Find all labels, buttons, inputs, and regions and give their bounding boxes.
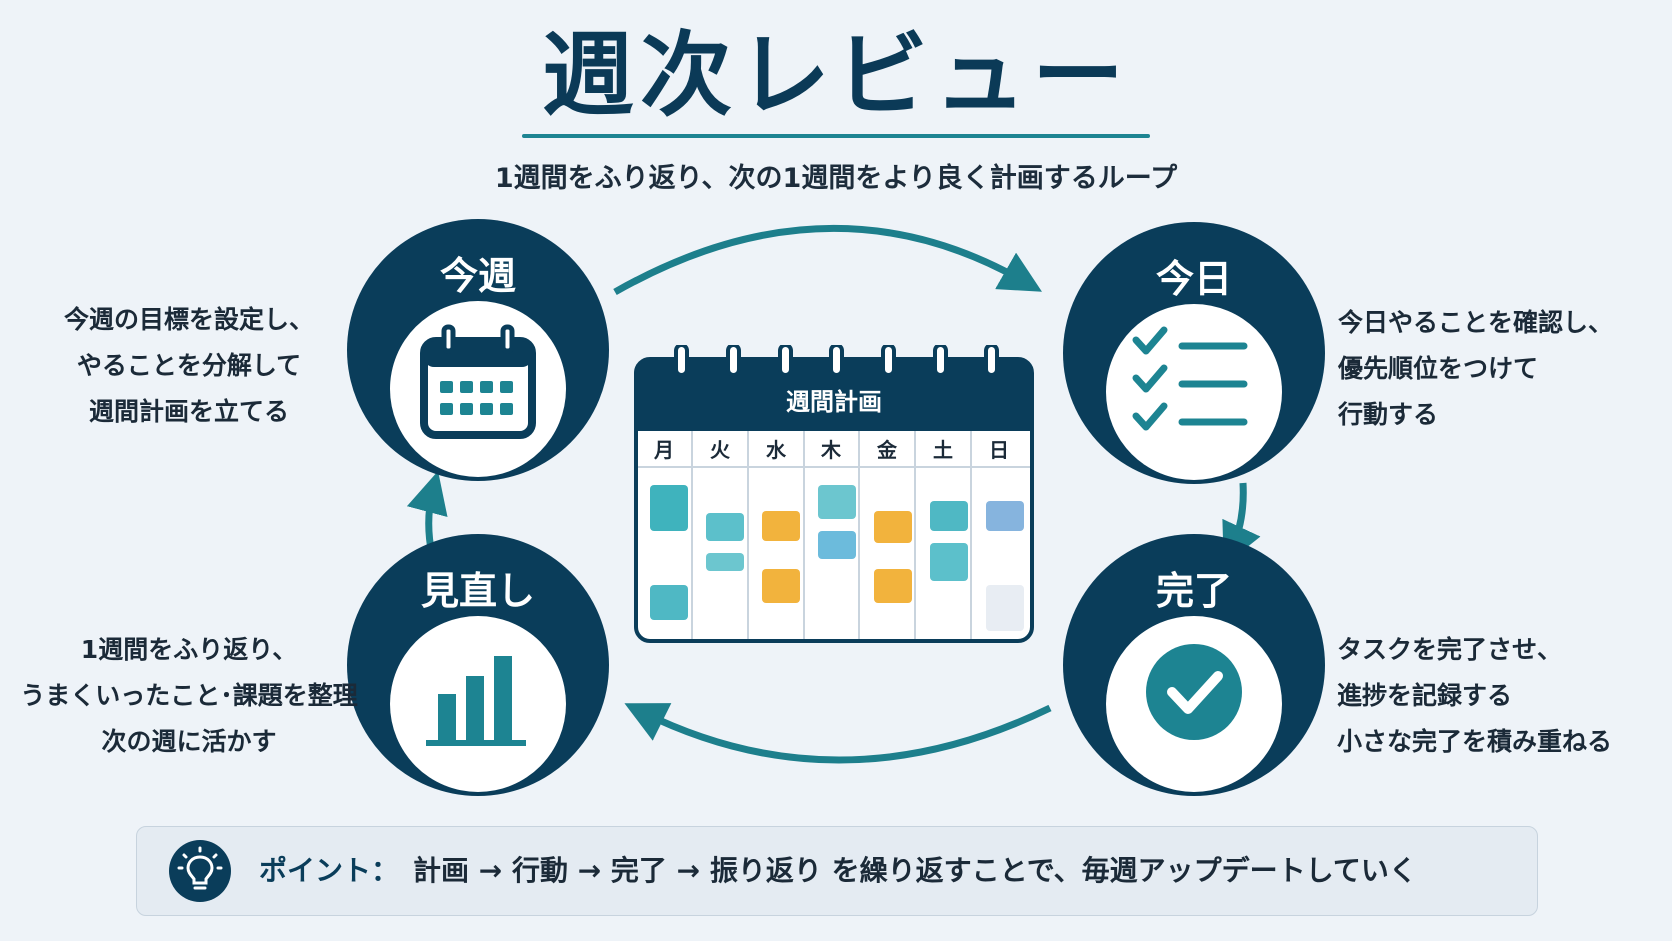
calendar-icon — [420, 324, 536, 439]
lightbulb-icon — [177, 846, 223, 890]
check-circle-icon — [1146, 644, 1242, 740]
node-this-week: 今週 — [347, 219, 609, 481]
desc-line: うまくいったこと･課題を整理 — [20, 681, 358, 710]
day-label-fri: 金 — [876, 438, 898, 462]
page-title: 週次レビュー — [541, 22, 1130, 129]
point-text: ポイント： 計画 → 行動 → 完了 → 振り返り を繰り返すことで、毎週アップデ… — [259, 827, 1417, 915]
page-subtitle: 1週間をふり返り、次の1週間をより良く計画するループ — [494, 163, 1178, 194]
desc-line: 今週の目標を設定し、 — [63, 305, 314, 334]
desc-line: 優先順位をつけて — [1338, 354, 1539, 383]
node-label: 完了 — [1155, 569, 1232, 613]
node-done: 完了 — [1063, 534, 1325, 796]
weekly-plan-calendar: 週間計画 月 火 水 木 金 土 日 — [634, 345, 1034, 643]
binder-rings — [674, 345, 999, 377]
desc-review: 1週間をふり返り、 うまくいったこと･課題を整理 次の週に活かす — [16, 627, 362, 765]
desc-line: やることを分解して — [76, 351, 302, 380]
arrow-this-week-to-today — [613, 225, 1043, 296]
checklist-icon — [1132, 326, 1248, 431]
day-label-thu: 木 — [820, 438, 842, 462]
day-label-sat: 土 — [933, 438, 953, 462]
desc-line: 今日やることを確認し、 — [1338, 308, 1614, 337]
day-label-tue: 火 — [710, 438, 731, 462]
desc-line: 進捗を記録する — [1337, 681, 1513, 710]
point-body: 計画 → 行動 → 完了 → 振り返り を繰り返すことで、毎週アップデートしてい… — [413, 854, 1417, 887]
node-label: 今日 — [1155, 257, 1232, 301]
day-label-wed: 水 — [766, 438, 787, 462]
node-label: 今週 — [439, 254, 516, 298]
desc-line: 1週間をふり返り、 — [80, 635, 298, 664]
point-lead: ポイント： — [259, 854, 400, 887]
node-label: 見直し — [420, 569, 535, 613]
desc-today: 今日やることを確認し、 優先順位をつけて 行動する — [1338, 300, 1638, 438]
node-today: 今日 — [1063, 222, 1325, 484]
bar-chart-icon — [426, 656, 526, 746]
desc-line: 週間計画を立てる — [88, 397, 289, 426]
calendar-task-blocks — [650, 485, 1024, 631]
day-label-mon: 月 — [653, 438, 674, 462]
desc-line: 次の週に活かす — [101, 727, 277, 756]
desc-done: タスクを完了させ、 進捗を記録する 小さな完了を積み重ねる — [1337, 627, 1637, 765]
desc-line: 行動する — [1338, 400, 1439, 429]
desc-line: 小さな完了を積み重ねる — [1337, 727, 1613, 756]
day-label-sun: 日 — [989, 438, 1009, 462]
desc-this-week: 今週の目標を設定し、 やることを分解して 週間計画を立てる — [24, 297, 354, 435]
title-underline — [522, 134, 1150, 138]
calendar-title: 週間計画 — [786, 388, 882, 416]
node-review: 見直し — [347, 534, 609, 796]
arrow-done-to-review — [624, 703, 1052, 764]
point-banner: ポイント： 計画 → 行動 → 完了 → 振り返り を繰り返すことで、毎週アップデ… — [136, 826, 1538, 916]
arrow-today-to-done — [1222, 482, 1261, 566]
desc-line: タスクを完了させ、 — [1337, 635, 1563, 664]
